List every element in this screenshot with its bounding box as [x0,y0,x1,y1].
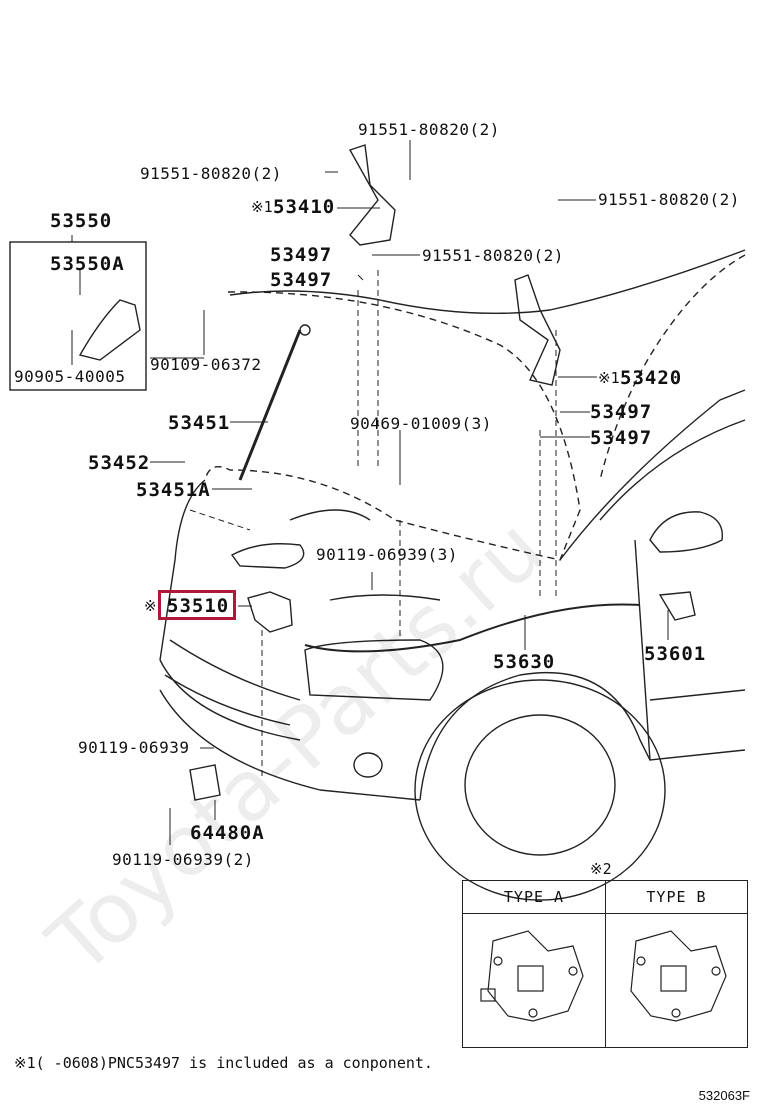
label-53497-c: 53497 [590,401,653,423]
label-53630: 53630 [493,651,556,673]
lock-type-table: TYPE A TYPE B [462,880,748,1048]
fender-top [159,479,206,661]
type-b-header: TYPE B [606,881,747,914]
latch-striker [189,764,221,801]
label-90109: 90109-06372 [150,355,262,374]
hood-top-edge [229,249,746,315]
release-handle [658,591,696,621]
type-a-cell: TYPE A [463,881,606,1047]
box-53550 [9,241,147,391]
bay-line-2 [329,594,441,601]
label-53510: 53510 [167,595,230,617]
hinge-left [348,144,396,246]
body-side [649,689,746,701]
lock-assembly [247,591,293,633]
mirror [649,511,724,553]
hood-lever [78,299,141,361]
note-mark-53410: ※1 [251,198,273,216]
label-90469: 90469-01009(3) [350,414,492,433]
bay-line [289,509,371,521]
note-mark-types: ※2 [590,860,612,878]
type-a-lock-drawing [480,930,584,1022]
label-90119-3: 90119-06939(3) [316,545,458,564]
note-mark-53420: ※1 [598,369,620,387]
door-line [634,539,746,761]
highlight-box-53510 [158,590,236,620]
reservoir [230,543,305,569]
label-53451A: 53451A [136,479,211,501]
fog-lamp [353,752,383,778]
hood-outline [204,291,581,561]
type-b-cell: TYPE B [606,881,747,1047]
leader-lines [71,140,669,845]
type-b-lock-drawing [630,930,727,1022]
bumper-lower [159,689,421,801]
wheel-outer [414,679,666,901]
hood-right-edge [599,254,746,481]
label-53497-b: 53497 [270,269,333,291]
hinge-right [514,274,561,386]
figure-code: 532063F [698,1088,750,1103]
label-53601: 53601 [644,643,707,665]
label-90119-2: 90119-06939(2) [112,850,254,869]
release-cable [304,603,641,653]
type-a-header: TYPE A [463,881,605,914]
label-53550: 53550 [50,210,113,232]
label-90905: 90905-40005 [14,367,126,386]
label-53497-d: 53497 [590,427,653,449]
windshield [559,389,746,561]
label-64480A: 64480A [190,822,265,844]
label-90119-a: 90119-06939 [78,738,190,757]
footnote: ※1( -0608)PNC53497 is included as a conp… [14,1054,433,1072]
a-pillar [599,419,746,521]
leader-dashed [189,270,557,780]
grille-line-2 [164,674,291,726]
label-91551-mid: 91551-80820(2) [422,246,564,265]
label-53550A: 53550A [50,253,125,275]
hood-stay [238,329,302,481]
label-53497-a: 53497 [270,244,333,266]
hood-stay-end [299,324,311,336]
label-91551-top: 91551-80820(2) [358,120,500,139]
label-91551-left: 91551-80820(2) [140,164,282,183]
bumper-upper [159,659,301,741]
label-53420: 53420 [620,367,683,389]
label-53451: 53451 [168,412,231,434]
label-91551-right: 91551-80820(2) [598,190,740,209]
wheel-inner [464,714,616,856]
label-53410: 53410 [273,196,336,218]
note-mark-53510: ※ [144,597,157,615]
label-53452: 53452 [88,452,151,474]
grille-line [169,639,301,701]
headlight [304,639,444,701]
